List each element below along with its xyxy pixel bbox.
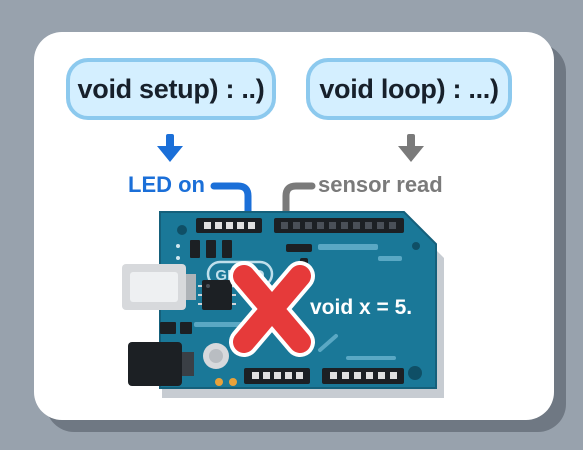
led-on-label: LED on — [128, 172, 205, 197]
chip — [202, 280, 232, 310]
sensor-read-label: sensor read — [318, 172, 443, 197]
error-code-text: void x = 5. — [310, 296, 413, 319]
loop-code-pill: void loop) : ...) — [306, 58, 512, 120]
arrow-down-icon — [157, 134, 183, 162]
digital-header-right — [274, 218, 404, 233]
error-x-icon — [229, 261, 315, 357]
led-wire — [210, 182, 252, 222]
setup-code-pill: void setup) : ..) — [66, 58, 276, 120]
power-jack — [128, 342, 182, 386]
arrow-down-icon — [398, 134, 424, 162]
sensor-wire — [282, 182, 316, 222]
